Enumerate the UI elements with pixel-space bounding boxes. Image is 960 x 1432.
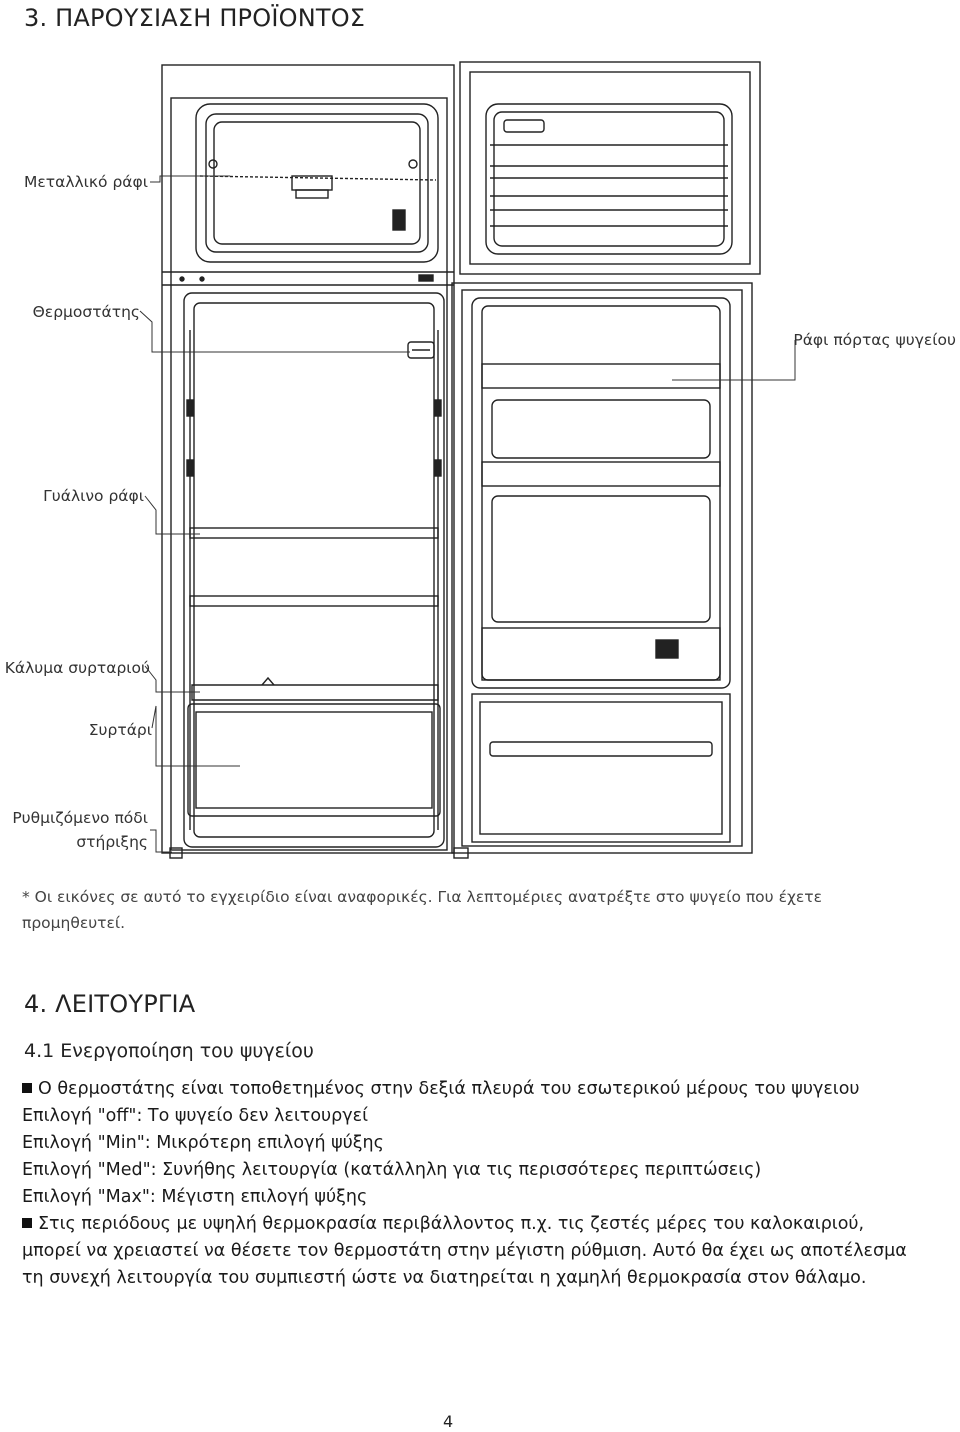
high-temperature-text: Στις περιόδους με υψηλή θερμοκρασία περι… [22,1214,907,1288]
label-adjustable-foot-line2: στήριξης [76,833,148,851]
callout-lines [139,175,796,853]
label-drawer: Συρτάρι [88,721,152,739]
freezer-door [459,61,761,275]
bullet-item: Στις περιόδους με υψηλή θερμοκρασία περι… [22,1211,922,1292]
option-min-text: Επιλογή "Min": Μικρότερη επιλογή ψύξης [22,1133,384,1153]
label-adjustable-foot: Ρυθμιζόμενο πόδι στήριξης [0,806,148,854]
fridge-diagram [139,61,796,859]
section-title-operation: 4. ΛΕΙΤΟΥΡΓΙΑ [24,990,196,1018]
option-max-text: Επιλογή "Max": Μέγιστη επιλογή ψύξης [22,1187,368,1207]
bullet-item: Ο θερμοστάτης είναι τοποθετημένος στην δ… [22,1076,922,1103]
bullet-square-icon [22,1083,32,1093]
fridge-compartment [169,292,445,859]
fridge-cabinet [161,64,455,854]
page-number: 4 [443,1412,454,1431]
reference-note: * Οι εικόνες σε αυτό το εγχειρίδιο είναι… [22,888,822,932]
thermostat-location-text: Ο θερμοστάτης είναι τοποθετημένος στην δ… [38,1079,860,1099]
operation-text: Ο θερμοστάτης είναι τοποθετημένος στην δ… [22,1076,922,1292]
label-adjustable-foot-line1: Ρυθμιζόμενο πόδι [12,809,148,827]
section-title-product: 3. ΠΑΡΟΥΣΙΑΣΗ ΠΡΟΪΟΝΤΟΣ [24,4,366,32]
fridge-door [451,282,753,859]
label-metal-shelf: Μεταλλικό ράφι [24,173,148,191]
label-door-shelf: Ράφι πόρτας ψυγείου [793,331,956,349]
bullet-square-icon [22,1218,32,1228]
label-drawer-cover: Κάλυμα συρταριού [4,659,150,677]
option-med-text: Επιλογή "Med": Συνήθης λειτουργία (κατάλ… [22,1160,762,1180]
freezer-compartment [195,103,439,263]
label-glass-shelf: Γυάλινο ράφι [43,487,144,505]
label-thermostat: Θερμοστάτης [32,303,140,321]
subsection-title: 4.1 Ενεργοποίηση του ψυγείου [24,1040,314,1062]
option-off-text: Επιλογή "off": Το ψυγείο δεν λειτουργεί [22,1106,369,1126]
